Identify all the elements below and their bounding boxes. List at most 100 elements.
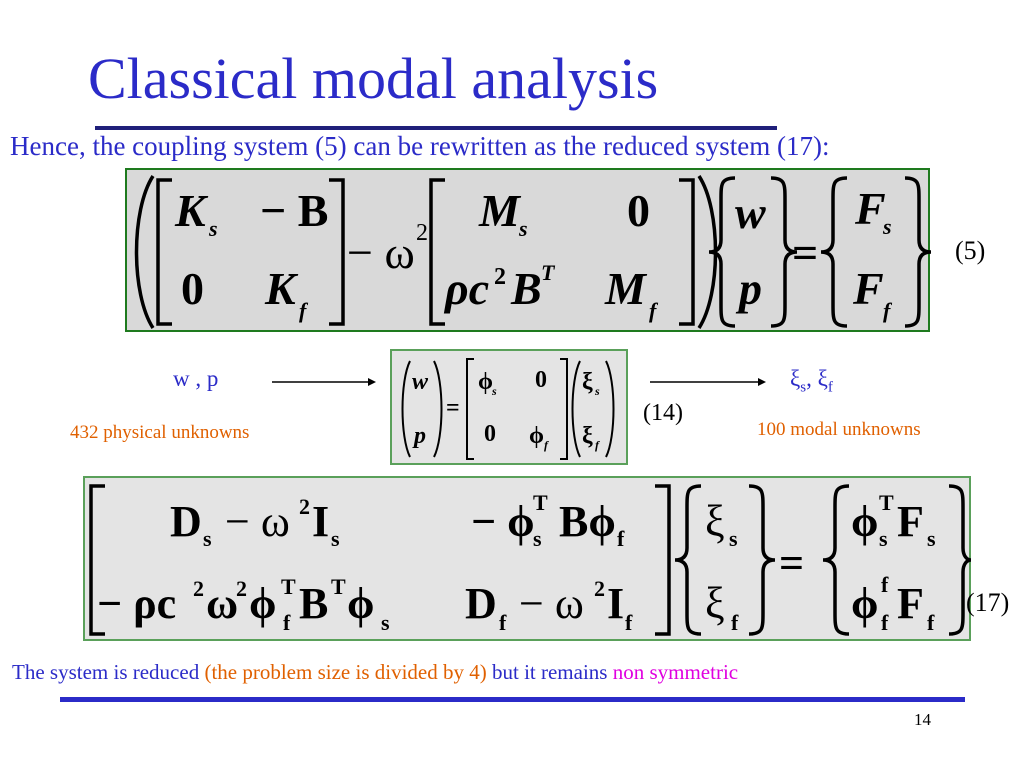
- eq17-rhs-phi-f: ϕ: [851, 579, 878, 628]
- eq14-phi-s-sub: s: [491, 384, 497, 398]
- eq5-M-f-sub: f: [649, 298, 659, 323]
- eq14-xi-s-sub: s: [594, 384, 600, 398]
- eq17-D-f: D: [465, 579, 497, 628]
- eq5-F-f: F: [852, 263, 884, 314]
- conclusion-part-2: (the problem size is divided by 4): [204, 660, 487, 684]
- eq5-zero-2: 0: [627, 185, 650, 236]
- eq14-phi-f: ϕ: [529, 423, 544, 449]
- eq17-rhs-phi-s-sub: s: [879, 526, 888, 551]
- eq17-B: B: [299, 579, 328, 628]
- intro-text: Hence, the coupling system (5) can be re…: [10, 131, 830, 161]
- eq17-minus-omega-1: − ω: [225, 497, 290, 546]
- eq17-phi-s-sub: s: [533, 526, 542, 551]
- eq14-p: p: [412, 423, 426, 449]
- k-matrix-left-bracket: [156, 178, 172, 326]
- equation-17: D s − ω 2 I s − ϕ T s Bϕ f − ρc 2 ω 2 ϕ …: [89, 484, 972, 636]
- physical-variables-label: w , p: [173, 366, 219, 391]
- eq5-minus-B: − B: [260, 185, 328, 236]
- eq17-minus-rho-c: − ρc: [97, 579, 176, 628]
- eq5-F-f-sub: f: [883, 298, 893, 323]
- eq17-B-T: T: [331, 574, 346, 599]
- eq5-p: p: [735, 263, 762, 314]
- eq5-omega-sq: 2: [416, 220, 428, 246]
- eq17-matrix-left-bracket: [89, 484, 105, 636]
- eq17-rhs-F-f-sub: f: [927, 610, 935, 635]
- xi-s-symbol: ξ: [790, 366, 801, 391]
- eq17-f-left-brace: [822, 484, 850, 636]
- eq17-rhs-F-s: F: [897, 497, 924, 546]
- bottom-rule: [60, 697, 965, 702]
- conclusion-part-3: but it remains: [486, 660, 613, 684]
- modal-variables-label: ξs, ξf: [790, 366, 833, 397]
- equation-5-number: (5): [955, 236, 986, 265]
- xi-s-subscript: s: [800, 379, 807, 396]
- eq5-equals: =: [792, 227, 818, 278]
- eq17-I-f: I: [607, 579, 624, 628]
- eq14-w: w: [412, 369, 429, 395]
- f-right-brace: [904, 176, 932, 328]
- eq17-matrix-right-bracket: [655, 484, 671, 636]
- modal-separator: ,: [806, 366, 818, 391]
- xi-f-subscript: f: [827, 379, 833, 396]
- eq17-D-s-sub: s: [203, 526, 212, 551]
- eq17-f-right-brace: [948, 484, 972, 636]
- eq14-equals: =: [446, 395, 460, 421]
- eq14-zero-2: 0: [484, 421, 496, 447]
- eq14-xi-f-sub: f: [595, 438, 600, 452]
- eq17-xi-right-brace: [748, 484, 776, 636]
- xi-f-symbol: ξ: [817, 366, 828, 391]
- eq17-phi-f-T: T: [281, 574, 296, 599]
- eq17-omega-sq-1: 2: [299, 494, 310, 519]
- equation-17-number: (17): [966, 588, 1010, 617]
- eq17-phi-s-T: T: [533, 490, 548, 515]
- eq17-phi-f: ϕ: [249, 579, 276, 628]
- eq17-I-s-sub: s: [331, 526, 340, 551]
- eq5-minus-omega: − ω: [347, 227, 415, 278]
- eq5-B: B: [510, 263, 542, 314]
- eq5-M-s: M: [478, 185, 522, 236]
- eq5-K-s: K: [174, 185, 209, 236]
- eq17-minus-omega-2: − ω: [519, 579, 584, 628]
- physical-unknowns-note: 432 physical unknowns: [70, 422, 250, 443]
- eq14-zero-1: 0: [535, 367, 547, 393]
- m-matrix-right-bracket: [679, 178, 695, 326]
- f-left-brace: [820, 176, 848, 328]
- eq5-K-f: K: [264, 263, 299, 314]
- eq17-rhs-phi-f-sup: f: [881, 572, 889, 597]
- eq17-omega-sq-2: 2: [236, 576, 247, 601]
- eq5-K-f-sub: f: [299, 298, 309, 323]
- eq14-phi-f-sub: f: [544, 438, 549, 452]
- eq17-omega-sq-3: 2: [594, 576, 605, 601]
- eq5-F-s: F: [854, 183, 886, 234]
- arrow-from-eq14: [650, 378, 766, 386]
- arrow-to-eq14: [272, 378, 376, 386]
- slide-title: Classical modal analysis: [88, 46, 659, 111]
- eq17-rhs-phi-s-T: T: [879, 490, 894, 515]
- page-number: 14: [914, 710, 931, 729]
- eq14-phi-s: ϕ: [478, 369, 493, 395]
- eq17-rhs-F-s-sub: s: [927, 526, 936, 551]
- eq17-rhs-phi-s: ϕ: [851, 497, 878, 546]
- wp-right-brace: [770, 176, 798, 328]
- eq17-rhs-phi-f-sub: f: [881, 610, 889, 635]
- outer-left-paren: [134, 175, 155, 329]
- eq17-xi-s-sub: s: [729, 526, 738, 551]
- equation-5: K s − B 0 K f − ω 2 M s 0 ρc 2 B T M f w…: [134, 175, 932, 329]
- eq5-M-s-sub: s: [518, 216, 528, 241]
- eq5-w: w: [735, 187, 766, 238]
- eq17-equals: =: [779, 539, 804, 588]
- eq17-I-s: I: [312, 497, 329, 546]
- wp-left-brace: [708, 176, 736, 328]
- eq14-xi-s: ξ: [582, 369, 593, 395]
- eq17-phi-s: ϕ: [347, 579, 374, 628]
- equation-14-number: (14): [643, 400, 683, 426]
- title-underline: [95, 126, 777, 130]
- eq17-phi-s-sub-2: s: [381, 610, 390, 635]
- equation-17-box: D s − ω 2 I s − ϕ T s Bϕ f − ρc 2 ω 2 ϕ …: [83, 476, 972, 641]
- eq17-xi-left-brace: [674, 484, 702, 636]
- conclusion-part-4: non symmetric: [612, 660, 739, 684]
- eq17-D-f-sub: f: [499, 610, 507, 635]
- modal-unknowns-note: 100 modal unknowns: [757, 419, 921, 440]
- eq17-xi-s: ξ: [705, 497, 725, 546]
- eq5-c-sq: 2: [494, 264, 506, 290]
